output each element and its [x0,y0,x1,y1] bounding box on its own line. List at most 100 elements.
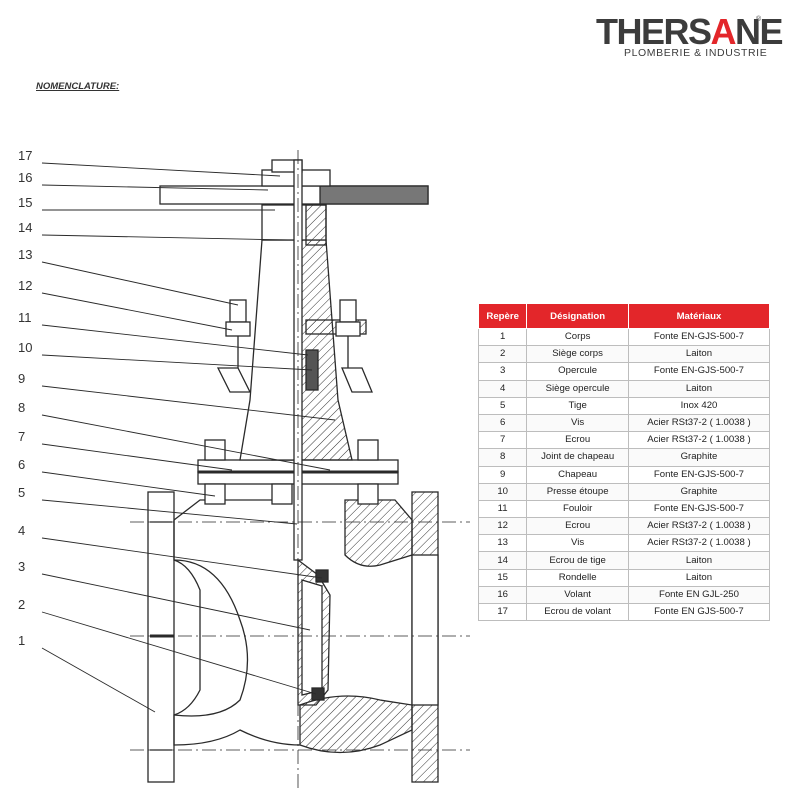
bonnet-bolt-right-nut [357,439,379,461]
leader-8 [41,414,331,471]
cell-materiau: Laiton [627,379,771,398]
cell-designation: Joint de chapeau [526,448,629,467]
header-repere: Repère [477,303,528,329]
cell-materiau: Graphite [627,482,771,501]
body-right-upper-section [344,499,413,567]
cell-designation: Rondelle [526,568,629,587]
callout-4: 4 [18,523,26,538]
cell-materiau: Fonte EN GJS-500-7 [627,602,771,622]
body-seat-ring-bottom [311,687,325,701]
callout-15: 15 [18,195,33,210]
cell-repere: 14 [477,551,528,570]
header-materiaux: Matériaux [627,303,771,329]
leader-lines [41,162,336,713]
leader-4 [41,537,323,579]
cell-repere: 5 [477,396,528,415]
cell-designation: Opercule [526,362,629,381]
cell-designation: Ecrou de tige [526,551,629,570]
callout-11: 11 [18,310,32,325]
cell-designation: Vis [526,534,629,553]
cell-materiau: Fonte EN GJL-250 [627,585,771,605]
cell-materiau: Acier RSt37-2 ( 1.0038 ) [627,517,771,536]
cell-materiau: Fonte EN-GJS-500-7 [627,362,771,381]
logo-subtitle: PLOMBERIE & INDUSTRIE [624,47,768,59]
leader-13 [41,261,239,306]
cell-designation: Fouloir [526,499,629,519]
cell-materiau: Fonte EN-GJS-500-7 [627,465,771,484]
cell-materiau: Acier RSt37-2 ( 1.0038 ) [627,431,771,450]
callout-3: 3 [18,559,26,574]
cell-repere: 3 [477,362,528,381]
cell-materiau: Acier RSt37-2 ( 1.0038 ) [627,413,771,433]
header-designation: Désignation [526,303,629,329]
cell-designation: Ecrou [526,431,629,450]
stem-nut-section [305,204,327,246]
cell-repere: 10 [477,482,528,501]
callout-8: 8 [18,400,26,415]
gland-stud-right-nut [335,321,361,337]
leader-5 [41,499,298,525]
cell-designation: Vis [526,413,629,433]
leader-12 [41,292,233,331]
leader-14 [41,234,289,241]
callout-2: 2 [18,597,26,612]
cell-materiau: Laiton [627,345,771,364]
leader-1 [41,647,156,713]
callout-9: 9 [18,371,26,386]
cell-materiau: Inox 420 [627,396,771,415]
cell-designation: Tige [526,396,629,415]
cell-repere: 2 [477,345,528,364]
bonnet-bolt-left-head [204,483,226,505]
gland-left [216,367,252,393]
cell-repere: 9 [477,465,528,484]
leader-7 [41,443,233,471]
nomenclature-heading: NOMENCLATURE: [36,81,120,92]
cell-materiau: Graphite [627,448,771,467]
cell-materiau: Laiton [627,551,771,570]
leader-17 [41,162,281,177]
gland-stud-right-top-nut [339,299,357,323]
gate-disc-face [301,579,323,696]
leader-16 [41,184,269,191]
gland-stud-left-top-nut [229,299,247,323]
table-header-row: Repère Désignation Matériaux [477,303,771,329]
body-left-inner [173,559,249,717]
handwheel-section [319,185,429,205]
leader-9 [41,385,336,421]
logo-wordmark: THERSANE [596,11,784,52]
cell-designation: Siège corps [526,345,629,364]
leader-10 [41,354,313,371]
cell-repere: 12 [477,517,528,536]
bonnet-bolt-mid-head [271,483,293,505]
callout-13: 13 [18,247,33,262]
cell-repere: 6 [477,413,528,433]
cell-designation: Siège opercule [526,379,629,398]
callout-14: 14 [18,220,33,235]
logo-text-left: THERS [596,11,712,52]
gland-stud-left-nut [225,321,251,337]
cell-repere: 7 [477,431,528,450]
callout-12: 12 [18,278,33,293]
callout-1: 1 [18,633,26,648]
cell-materiau: Fonte EN-GJS-500-7 [627,327,771,347]
gland-right [341,367,373,393]
right-flange-bore [411,554,439,706]
leader-6 [41,471,216,497]
bonnet-right-section [299,239,353,461]
cell-designation: Presse étoupe [526,482,629,501]
